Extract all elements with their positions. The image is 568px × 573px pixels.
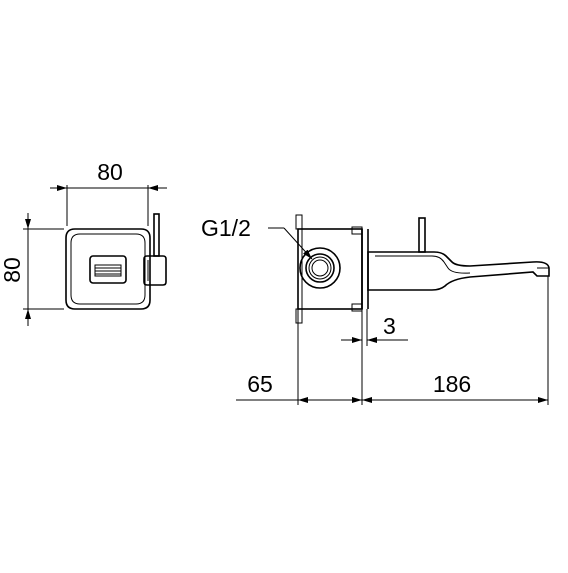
side-view: G1/2 3 65 186 <box>201 214 550 405</box>
wall-gap-label: 3 <box>383 313 396 339</box>
spout-length-label: 186 <box>433 371 471 397</box>
thread-label: G1/2 <box>201 215 251 241</box>
thread-leader <box>283 227 313 260</box>
thread-inlet <box>299 247 341 289</box>
front-view: 80 80 <box>0 159 167 326</box>
depth-label: 65 <box>247 371 273 397</box>
front-height-label: 80 <box>0 257 25 283</box>
front-body-plate <box>65 228 151 310</box>
front-spout-outlet <box>89 255 127 284</box>
front-handle <box>143 213 167 286</box>
side-handle <box>418 217 426 253</box>
side-spout <box>367 251 550 291</box>
front-width-label: 80 <box>97 159 123 185</box>
mounting-box <box>295 214 363 324</box>
